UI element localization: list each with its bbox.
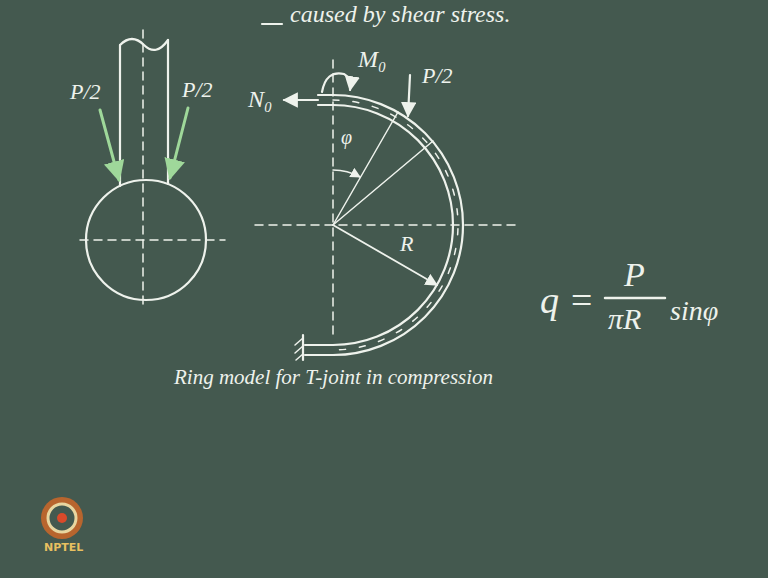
- force-arrow: [284, 99, 318, 101]
- force-arrow: [408, 75, 410, 116]
- support-hatch: [295, 338, 303, 360]
- formula-text: πR: [606, 302, 643, 335]
- logo-text: NPTEL: [42, 542, 85, 554]
- formula-text: sinφ: [668, 296, 720, 327]
- note-text: caused by shear stress.: [288, 1, 512, 27]
- radius-arrow: [333, 225, 437, 285]
- center-line: [255, 224, 520, 226]
- force-label: N₀: [246, 86, 274, 112]
- load-label: P/2: [420, 64, 455, 88]
- formula-text: P: [622, 256, 647, 293]
- break-line: [120, 39, 168, 50]
- radius-label: R: [398, 232, 415, 256]
- fraction-bar: [605, 297, 665, 300]
- radial-line: [333, 112, 398, 225]
- load-label: P/2: [180, 78, 215, 102]
- moment-arrow: [322, 73, 350, 92]
- radial-line: [333, 141, 433, 225]
- tube-wall: [167, 40, 169, 184]
- load-arrow: [170, 108, 188, 178]
- load-label: P/2: [68, 80, 103, 104]
- center-line: [80, 239, 225, 241]
- angle-arc: [333, 170, 360, 177]
- underline-stroke: [262, 23, 282, 25]
- nptel-logo: [41, 497, 83, 539]
- center-line: [332, 60, 334, 335]
- angle-label: φ: [339, 126, 354, 148]
- caption-text: Ring model for T-joint in compression: [172, 366, 495, 389]
- ring-circle: [86, 180, 206, 300]
- load-arrow: [100, 110, 119, 180]
- tube-wall: [119, 45, 121, 186]
- center-line: [142, 30, 144, 310]
- formula-text: q =: [538, 280, 596, 322]
- moment-label: M₀: [356, 46, 388, 72]
